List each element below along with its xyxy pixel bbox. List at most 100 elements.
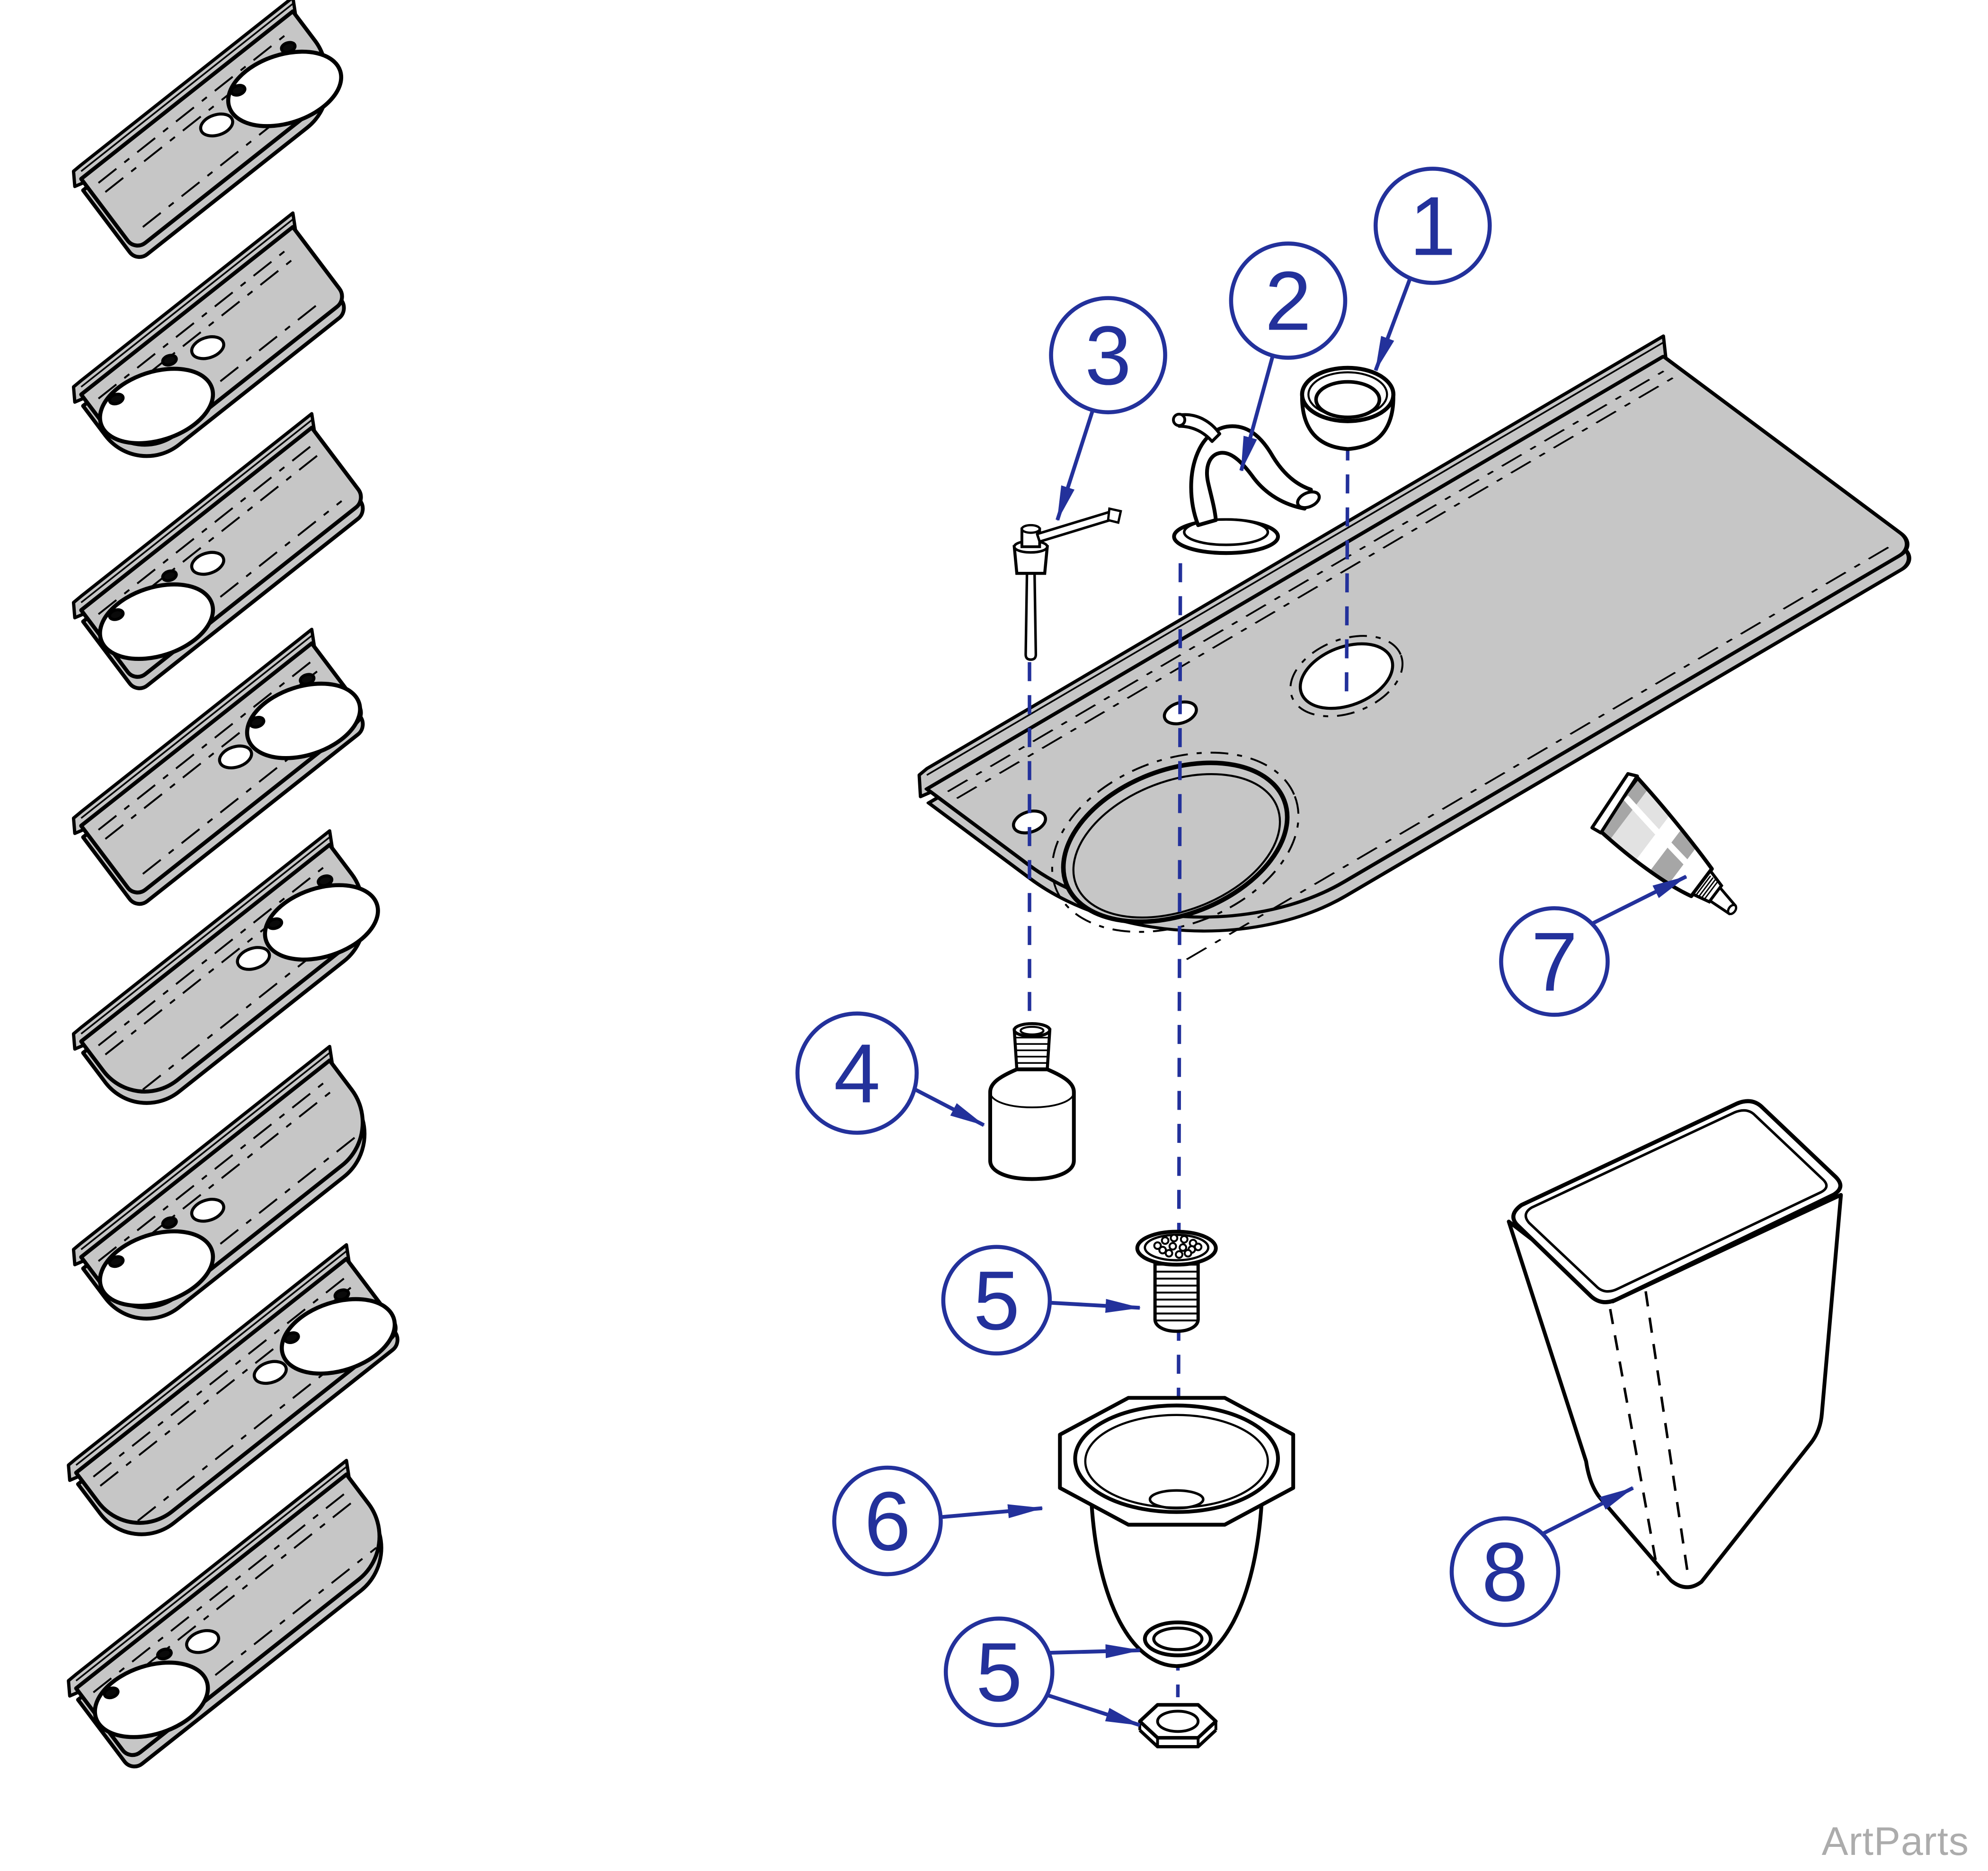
cuspidor-cutout xyxy=(98,1229,215,1308)
cuspidor-cutout xyxy=(263,883,380,962)
basket-hidden-edge-2 xyxy=(1644,1291,1690,1581)
faucet-hole xyxy=(236,946,271,971)
tube-band-light xyxy=(1610,790,1670,861)
faucet-hole xyxy=(190,335,225,360)
mount-hole xyxy=(333,1288,350,1301)
callout-circle xyxy=(795,1011,919,1135)
backsplash-top-line xyxy=(80,218,293,388)
faucet-aerator xyxy=(1296,490,1321,509)
drain-cup xyxy=(1300,365,1396,451)
callout-number: 2 xyxy=(1265,255,1311,348)
callout-circle xyxy=(1373,167,1492,285)
cutout-inner-line xyxy=(1072,773,1281,919)
backsplash-top-line xyxy=(75,1250,347,1466)
dispenser-tube xyxy=(1024,572,1038,661)
callout-number: 5 xyxy=(973,1254,1020,1347)
alignment-lines xyxy=(1028,441,1350,1697)
strainer-perforation xyxy=(1168,1242,1177,1251)
tube-neck-rib xyxy=(1698,877,1714,897)
mount-hole xyxy=(161,569,178,582)
callout-arrow xyxy=(914,1087,985,1127)
backsplash-top-line xyxy=(75,1466,347,1682)
mount-hole xyxy=(317,874,334,887)
basket-rim-inner xyxy=(1524,1109,1828,1293)
tube-neck-rib xyxy=(1703,881,1719,901)
faucet-base-top xyxy=(1183,518,1269,546)
cup-opening xyxy=(1314,380,1382,419)
callout-arrow xyxy=(941,1504,1044,1519)
backsplash-top-line xyxy=(80,3,293,172)
countertop-variant-4 xyxy=(71,627,365,906)
cuspidor-cutout xyxy=(98,366,215,445)
mount-hole xyxy=(280,41,297,54)
strainer-perforation xyxy=(1170,1234,1179,1242)
mount-hole xyxy=(156,1648,173,1661)
backsplash-top-line xyxy=(926,341,1664,776)
backsplash-top-line xyxy=(80,419,312,604)
tube-neck-rib xyxy=(1695,875,1712,895)
countertop-variant-8 xyxy=(67,1459,383,1769)
mount-hole xyxy=(108,608,125,621)
soap-bottle xyxy=(988,1022,1076,1181)
bowl-drain-opening xyxy=(1148,1489,1205,1510)
soap-dispenser-pump xyxy=(1012,507,1122,661)
faucet-hole xyxy=(199,112,234,138)
washer-and-nut xyxy=(1138,1620,1218,1748)
waste-basket xyxy=(1507,1099,1843,1589)
cuspidor-cutout xyxy=(226,49,344,128)
strainer-perforation xyxy=(1161,1236,1170,1245)
tube-body-outline xyxy=(1597,775,1714,898)
callout-arrow xyxy=(1045,1693,1141,1727)
sink-bowl xyxy=(1058,1396,1296,1668)
callout-number: 5 xyxy=(976,1626,1022,1719)
strainer-perforation xyxy=(1175,1250,1184,1259)
mount-hole xyxy=(108,1255,125,1268)
cuspidor-cutout xyxy=(245,681,362,760)
mount-hole xyxy=(248,716,266,729)
dispenser-head-top xyxy=(1021,524,1041,534)
countertop-variant-2 xyxy=(71,211,346,458)
bottle-mouth-inner xyxy=(1020,1025,1045,1036)
callout-circle xyxy=(943,1616,1055,1728)
bottle-body xyxy=(988,1067,1076,1181)
strainer-perforation xyxy=(1194,1242,1203,1251)
callout-5-drain-strainer: 5 xyxy=(941,1245,1141,1356)
cup-axis xyxy=(1344,441,1350,705)
callout-circle xyxy=(941,1245,1052,1356)
cutout-phantom-offset xyxy=(1051,751,1300,933)
faucet-hole xyxy=(185,1629,221,1654)
cuspidor-cutout xyxy=(93,1660,210,1739)
dispenser-arm xyxy=(1036,510,1116,543)
countertop-variant-3 xyxy=(71,412,365,690)
mount-hole xyxy=(266,917,284,930)
callout-8-waste-basket: 8 xyxy=(1449,1486,1634,1627)
backsplash-top-line xyxy=(80,635,312,819)
callout-arrow xyxy=(1239,355,1275,472)
callout-circle xyxy=(1229,241,1348,360)
tube-neck-rib xyxy=(1701,879,1716,899)
countertop-variant-5 xyxy=(71,829,380,1105)
bottle-shoulder-line xyxy=(989,1092,1075,1108)
callout-arrow xyxy=(1542,1486,1634,1535)
callout-3-soap-dispenser-pump: 3 xyxy=(1049,296,1167,522)
callout-arrow xyxy=(1591,874,1687,926)
mount-hole xyxy=(161,1216,178,1230)
bowl-rim xyxy=(1073,1403,1280,1514)
faucet-lever-knob xyxy=(1172,412,1187,427)
main-countertop xyxy=(917,334,1911,960)
phantom-lines xyxy=(98,445,342,659)
callout-circle xyxy=(1499,906,1610,1017)
dispenser-nozzle xyxy=(1107,507,1122,524)
callout-circle xyxy=(1049,296,1167,415)
backsplash-top-line xyxy=(80,1052,330,1250)
strainer-perforation xyxy=(1153,1241,1162,1250)
strainer-perforation xyxy=(1164,1249,1173,1258)
callout-arrow xyxy=(1048,1644,1141,1658)
callout-6-sink-bowl: 6 xyxy=(832,1465,1044,1577)
cutout-phantom-offset xyxy=(1289,635,1404,718)
callout-number: 7 xyxy=(1531,916,1578,1009)
callout-1-drain-cup: 1 xyxy=(1373,167,1492,372)
countertop-variant-7 xyxy=(67,1243,399,1536)
